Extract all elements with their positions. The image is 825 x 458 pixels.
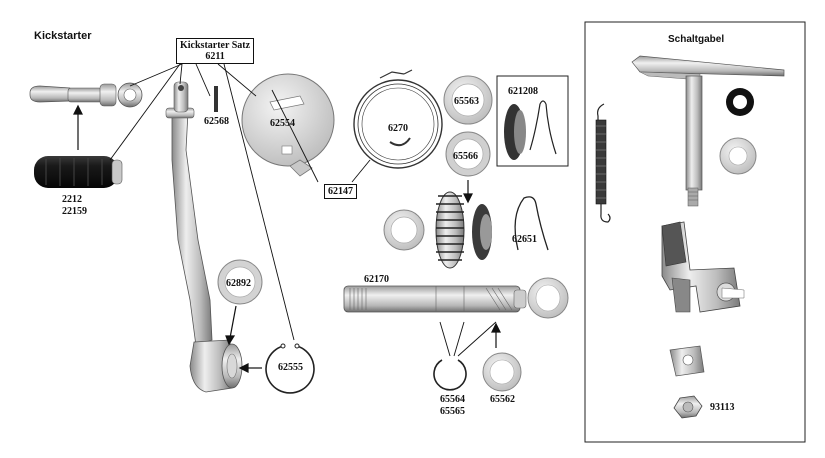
part-6270: 6270 — [388, 123, 408, 134]
part-65563: 65563 — [454, 96, 479, 107]
kick-rubber — [34, 156, 123, 188]
part-62568: 62568 — [204, 116, 229, 127]
set-name: Kickstarter Satz — [180, 40, 251, 51]
washer-shaft-end — [527, 277, 569, 319]
part-65564: 65564 — [440, 394, 465, 405]
page-title: Kickstarter — [34, 30, 92, 42]
part-62892: 62892 — [226, 278, 251, 289]
washer-65563 — [443, 75, 493, 125]
part-62555: 62555 — [278, 362, 303, 373]
part-65566: 65566 — [453, 151, 478, 162]
shift-fork-frame — [584, 21, 806, 443]
spring-plate — [241, 73, 335, 177]
kick-shaft — [343, 285, 527, 313]
part-22159: 22159 — [62, 206, 87, 217]
kick-gear — [435, 191, 492, 269]
leader-lines — [109, 63, 497, 357]
washer-gear-left — [383, 209, 425, 251]
washer-62892 — [217, 259, 263, 305]
kick-lever — [165, 81, 243, 393]
part-65565: 65565 — [440, 406, 465, 417]
part-62651: 62651 — [512, 234, 537, 245]
shift-fork-title: Schaltgabel — [668, 34, 725, 45]
part-2212: 2212 — [62, 194, 82, 205]
part-621208: 621208 — [508, 86, 538, 97]
clock-spring — [353, 69, 443, 169]
shift-washer — [719, 137, 757, 175]
oil-seal — [726, 88, 754, 116]
part-65562: 65562 — [490, 394, 515, 405]
circlip-62555 — [265, 343, 315, 394]
hex-nut — [673, 395, 703, 419]
kickstarter-set-label: Kickstarter Satz 6211 — [176, 38, 255, 64]
part-93113: 93113 — [710, 402, 735, 413]
circlip-65564 — [433, 359, 467, 391]
part-62170: 62170 — [364, 274, 389, 285]
shift-shaft — [631, 55, 785, 207]
lock-plate — [669, 345, 705, 377]
washer-65562 — [482, 352, 522, 392]
shift-fork — [661, 221, 745, 313]
spring-clip-62651 — [514, 196, 549, 251]
shift-spring — [595, 103, 611, 223]
arrows — [73, 104, 501, 373]
pin-62568 — [214, 86, 218, 112]
set-number: 6211 — [205, 51, 225, 62]
part-62554: 62554 — [270, 118, 295, 129]
washer-65566 — [445, 131, 491, 177]
part-62147: 62147 — [324, 184, 357, 199]
kick-pedal-pin — [29, 82, 143, 108]
ratchet-kit-621208 — [496, 75, 569, 167]
